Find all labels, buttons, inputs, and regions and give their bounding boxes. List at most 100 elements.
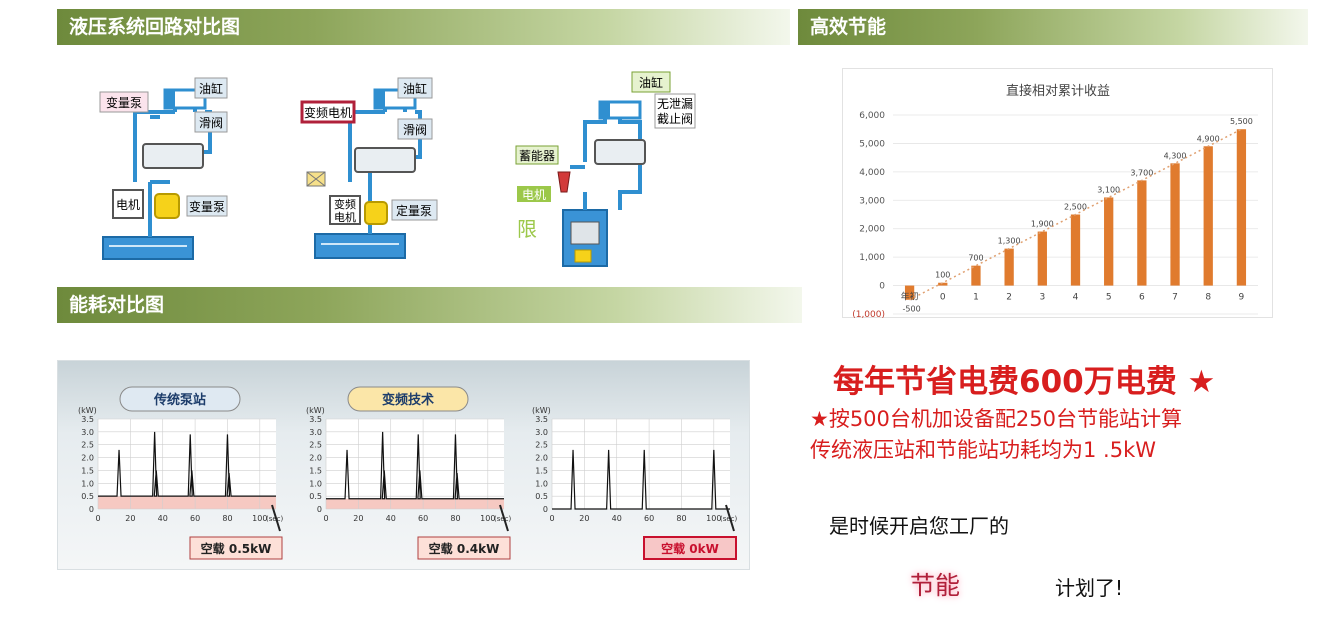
energy-x-tick: 20 <box>579 514 589 523</box>
energy-series-line <box>552 449 730 510</box>
energy-x-tick: 60 <box>418 514 428 523</box>
bar-x-tick: 6 <box>1139 293 1145 303</box>
bar-x-tick: 3 <box>1039 293 1045 303</box>
energy-y-tick: 1.5 <box>81 466 94 475</box>
energy-y-tick: 3.5 <box>309 415 322 424</box>
bar-data-label: 100 <box>935 271 950 280</box>
label-vfd-motor: 变频电机 <box>304 105 352 120</box>
energy-y-tick: 1.0 <box>309 479 322 488</box>
energy-y-tick: 1.5 <box>309 466 322 475</box>
promo-headline: 每年节省电费600万电费 ★ <box>833 364 1216 400</box>
cta-highlight: 节能 <box>910 571 961 600</box>
energy-y-tick: 3.0 <box>309 428 322 437</box>
label-cylinder-1: 油缸 <box>199 81 223 96</box>
circuit-section-title: 液压系统回路对比图 <box>57 9 790 45</box>
bar-data-label: 700 <box>968 254 983 263</box>
energy-x-tick: 80 <box>222 514 232 523</box>
energy-chart-title-pill <box>119 386 241 412</box>
cta-text-2: 计划了! <box>1055 576 1124 600</box>
promo-line-2: 传统液压站和节能站功耗均为1 .5kW <box>810 438 1156 462</box>
bar-x-tick: 年初 <box>901 291 919 303</box>
energy-label-pointer <box>499 504 509 532</box>
energy-y-unit: (kW) <box>306 406 325 415</box>
bar-4 <box>1037 231 1047 286</box>
energy-idle-label-box <box>643 536 737 560</box>
efficiency-section-title: 高效节能 <box>798 9 1308 45</box>
energy-x-tick: 0 <box>323 514 328 523</box>
label-pump-2: 变量泵 <box>189 199 225 214</box>
bar-y-tick: 0 <box>879 282 885 292</box>
energy-x-tick: 60 <box>190 514 200 523</box>
bar-y-tick: 3,000 <box>859 196 885 206</box>
energy-series-line <box>326 431 504 500</box>
energy-y-tick: 2.5 <box>309 441 322 450</box>
bar-7 <box>1137 180 1147 286</box>
energy-x-unit: (sec) <box>494 515 512 523</box>
bar-chart-title: 直接相对累计收益 <box>1006 83 1110 99</box>
label-accumulator: 蓄能器 <box>519 149 555 163</box>
energy-x-tick: 100 <box>252 514 267 523</box>
bar-9 <box>1203 146 1213 286</box>
bar-y-tick: (1,000) <box>852 310 885 319</box>
energy-x-tick: 100 <box>480 514 495 523</box>
circuit-vfd-motor: 变频电机 油缸 滑阀 变频 电机 定量泵 <box>300 77 438 259</box>
label-noleak-valve-b: 截止阀 <box>657 112 693 126</box>
energy-x-tick: 0 <box>95 514 100 523</box>
label-variable-pump: 变量泵 <box>106 95 142 110</box>
energy-y-tick: 0.5 <box>81 492 94 501</box>
energy-y-tick: 3.5 <box>81 415 94 424</box>
energy-y-unit: (kW) <box>78 406 97 415</box>
energy-y-tick: 2.5 <box>535 441 548 450</box>
energy-x-tick: 100 <box>706 514 721 523</box>
label-cylinder-2: 油缸 <box>403 81 427 96</box>
energy-x-tick: 80 <box>450 514 460 523</box>
energy-y-tick: 3.5 <box>535 415 548 424</box>
energy-x-tick: 80 <box>676 514 686 523</box>
bar-x-tick: 8 <box>1205 293 1211 303</box>
label-cylinder-3: 油缸 <box>639 75 663 90</box>
energy-x-tick: 40 <box>158 514 168 523</box>
label-valve-1: 滑阀 <box>199 116 223 130</box>
bar-x-tick: 4 <box>1073 293 1079 303</box>
energy-y-tick: 1.5 <box>535 466 548 475</box>
energy-y-tick: 0 <box>89 505 94 514</box>
energy-section-title: 能耗对比图 <box>57 287 802 323</box>
energy-idle-label: 空载 0kW <box>661 541 719 556</box>
energy-x-tick: 40 <box>612 514 622 523</box>
energy-idle-band <box>326 498 504 509</box>
energy-idle-label: 空载 0.5kW <box>201 541 272 556</box>
bar-x-tick: 9 <box>1239 293 1245 303</box>
energy-y-tick: 2.5 <box>81 441 94 450</box>
circuit-svg: 变量泵 油缸 滑阀 电机 变量泵 变频电机 油缸 滑阀 变频 电 <box>99 71 696 267</box>
energy-plot-area <box>98 419 276 509</box>
bar-data-label: 1,900 <box>1031 220 1054 229</box>
energy-x-tick: 20 <box>353 514 363 523</box>
bar-data-label: 4,300 <box>1164 151 1187 160</box>
bar-8 <box>1170 163 1180 286</box>
energy-chart-title-pill <box>347 386 469 412</box>
label-motor-2b: 电机 <box>334 210 356 224</box>
energy-idle-label-box <box>417 536 511 560</box>
energy-idle-band <box>98 496 276 509</box>
energy-y-tick: 3.0 <box>81 428 94 437</box>
energy-idle-label-box <box>189 536 283 560</box>
label-noleak-valve-a: 无泄漏 <box>657 97 693 111</box>
bar-data-label: 5,500 <box>1230 117 1253 126</box>
energy-chart-title: 变频技术 <box>382 392 434 408</box>
bar-6 <box>1104 197 1114 286</box>
bar-x-tick: 5 <box>1106 293 1112 303</box>
energy-y-tick: 2.0 <box>81 454 94 463</box>
energy-x-unit: (sec) <box>720 515 738 523</box>
circuit-energy-station: 油缸 无泄漏 截止阀 蓄能器 电机 限 <box>515 71 696 267</box>
label-motor-1: 电机 <box>116 198 140 212</box>
bar-y-tick: 6,000 <box>859 111 885 121</box>
label-motor-3: 电机 <box>522 188 546 202</box>
energy-y-tick: 1.0 <box>81 479 94 488</box>
energy-series-line <box>98 431 276 497</box>
bar-x-tick: 7 <box>1172 293 1178 303</box>
bar-3 <box>1004 248 1014 286</box>
energy-y-tick: 0.5 <box>535 492 548 501</box>
